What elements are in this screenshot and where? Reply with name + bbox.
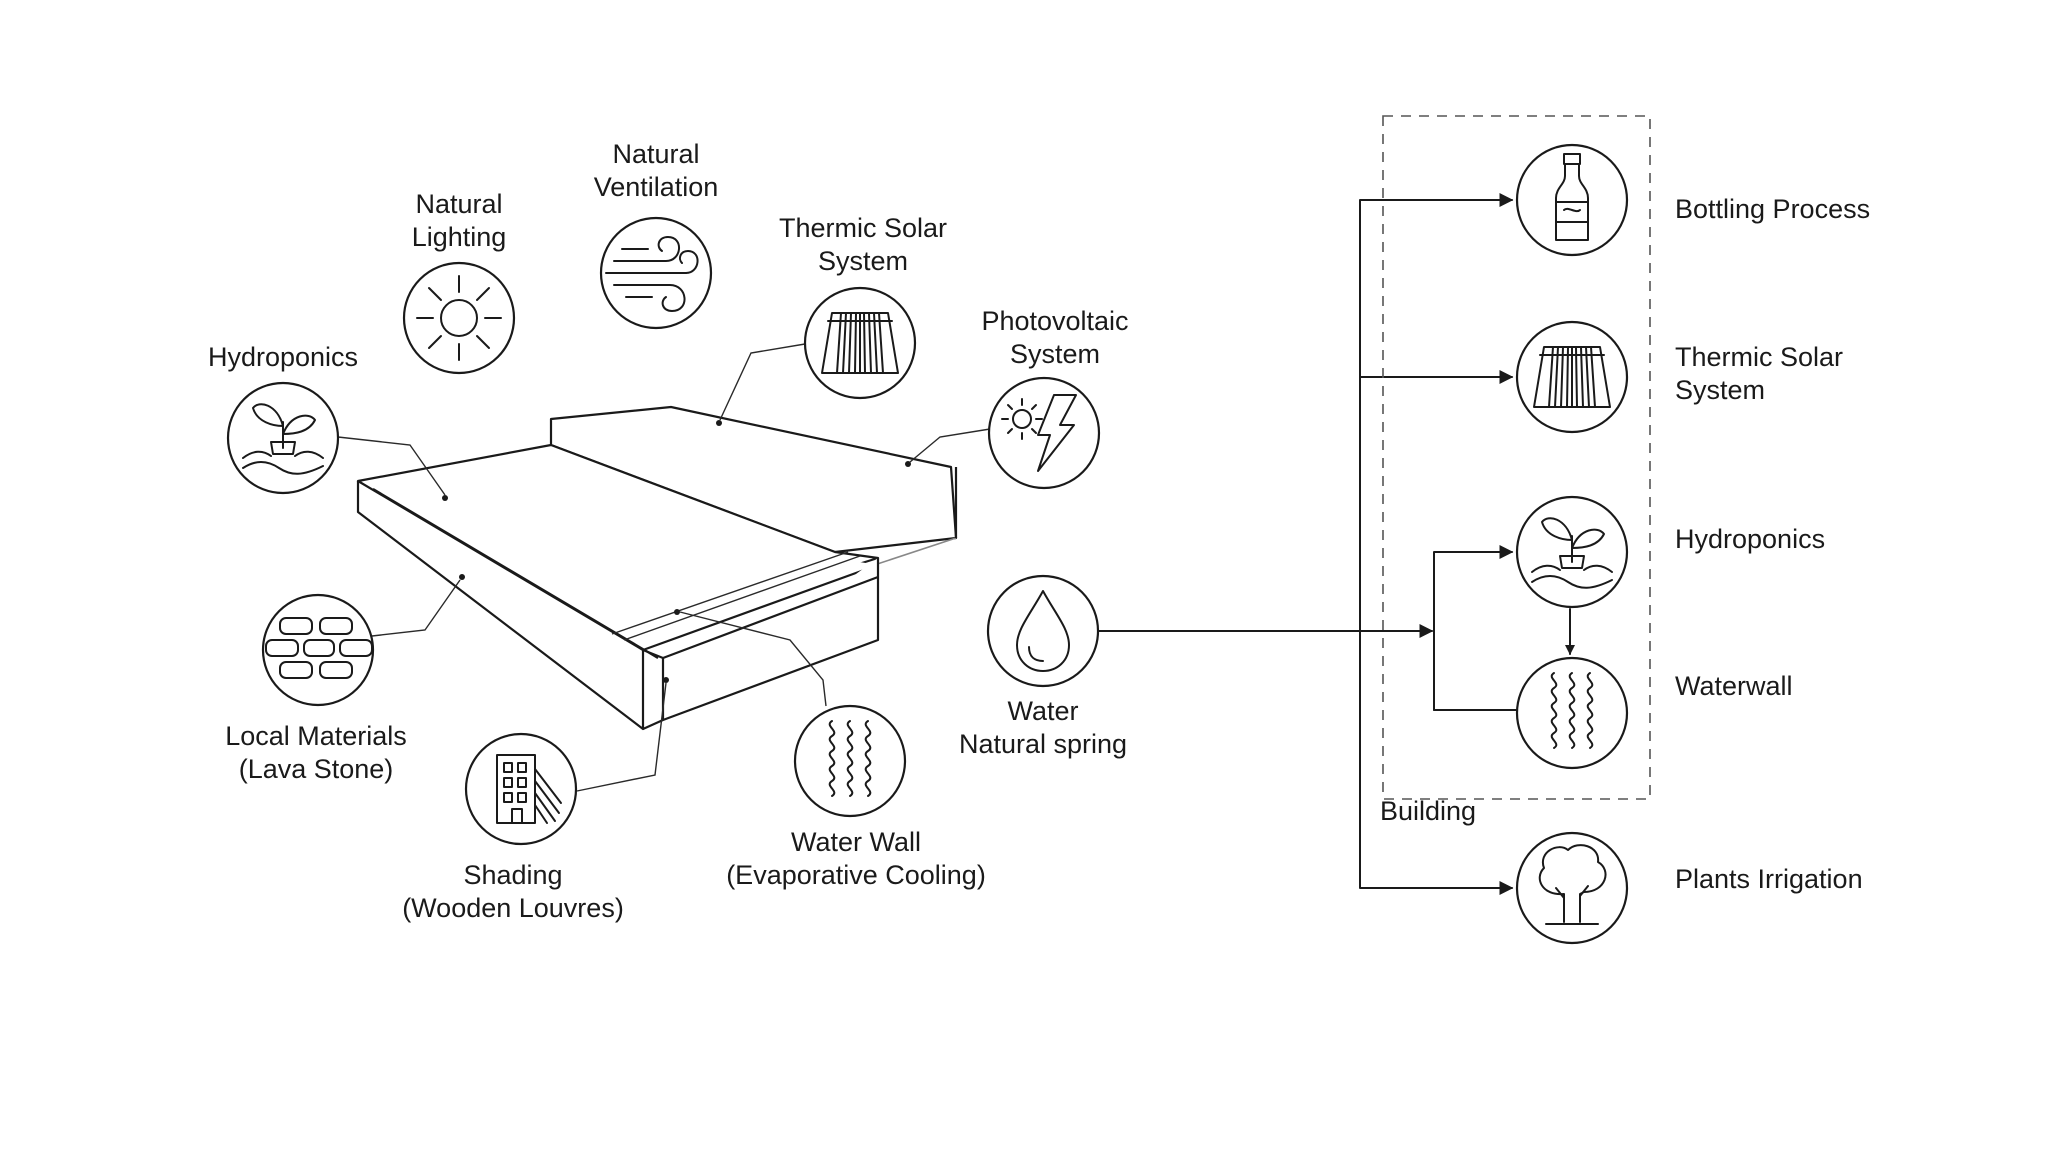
plants-irrigation-label: Plants Irrigation (1675, 864, 1863, 894)
leader-lines (337, 343, 991, 792)
shading-label-2: (Wooden Louvres) (402, 893, 624, 923)
local-materials-node: Local Materials (Lava Stone) (225, 593, 407, 784)
local-materials-label-1: Local Materials (225, 721, 407, 751)
thermic-solar-node-right: Thermic Solar System (1515, 320, 1843, 434)
building-label: Building (1380, 796, 1476, 826)
thermic-solar-label-2: System (818, 246, 908, 276)
water-label-1: Water (1007, 696, 1078, 726)
thermic-solar-right-label-2: System (1675, 375, 1765, 405)
hydroponics-node-left: Hydroponics (208, 342, 358, 495)
building-frame (1382, 115, 1651, 800)
hydroponics-right-label: Hydroponics (1675, 524, 1825, 554)
local-materials-label-2: (Lava Stone) (239, 754, 394, 784)
natural-ventilation-label-1: Natural (612, 139, 699, 169)
natural-ventilation-label-2: Ventilation (594, 172, 719, 202)
hydroponics-label: Hydroponics (208, 342, 358, 372)
bottling-node: Bottling Process (1515, 143, 1870, 257)
thermic-solar-label-1: Thermic Solar (779, 213, 947, 243)
water-wall-label-1: Water Wall (791, 827, 921, 857)
shading-node: Shading (Wooden Louvres) (402, 732, 624, 923)
water-wall-label-2: (Evaporative Cooling) (726, 860, 986, 890)
building-model (356, 405, 958, 731)
photovoltaic-label-2: System (1010, 339, 1100, 369)
waterwall-node: Waterwall (1515, 656, 1793, 770)
photovoltaic-node: Photovoltaic System (981, 306, 1129, 490)
natural-lighting-label-1: Natural (415, 189, 502, 219)
natural-lighting-node: Natural Lighting (402, 189, 516, 375)
waterwall-label: Waterwall (1675, 671, 1793, 701)
thermic-solar-right-label-1: Thermic Solar (1675, 342, 1843, 372)
plants-irrigation-node: Plants Irrigation (1515, 831, 1863, 945)
bottling-label: Bottling Process (1675, 194, 1870, 224)
water-label-2: Natural spring (959, 729, 1127, 759)
photovoltaic-label-1: Photovoltaic (981, 306, 1128, 336)
shading-label-1: Shading (463, 860, 562, 890)
natural-ventilation-node: Natural Ventilation (594, 139, 719, 330)
hydroponics-node-right: Hydroponics (1515, 495, 1825, 609)
thermic-solar-node-left: Thermic Solar System (779, 213, 947, 400)
flow-connectors (1097, 193, 1575, 895)
water-wall-node: Water Wall (Evaporative Cooling) (726, 704, 986, 890)
water-source-node: Water Natural spring (959, 574, 1127, 759)
natural-lighting-label-2: Lighting (412, 222, 507, 252)
